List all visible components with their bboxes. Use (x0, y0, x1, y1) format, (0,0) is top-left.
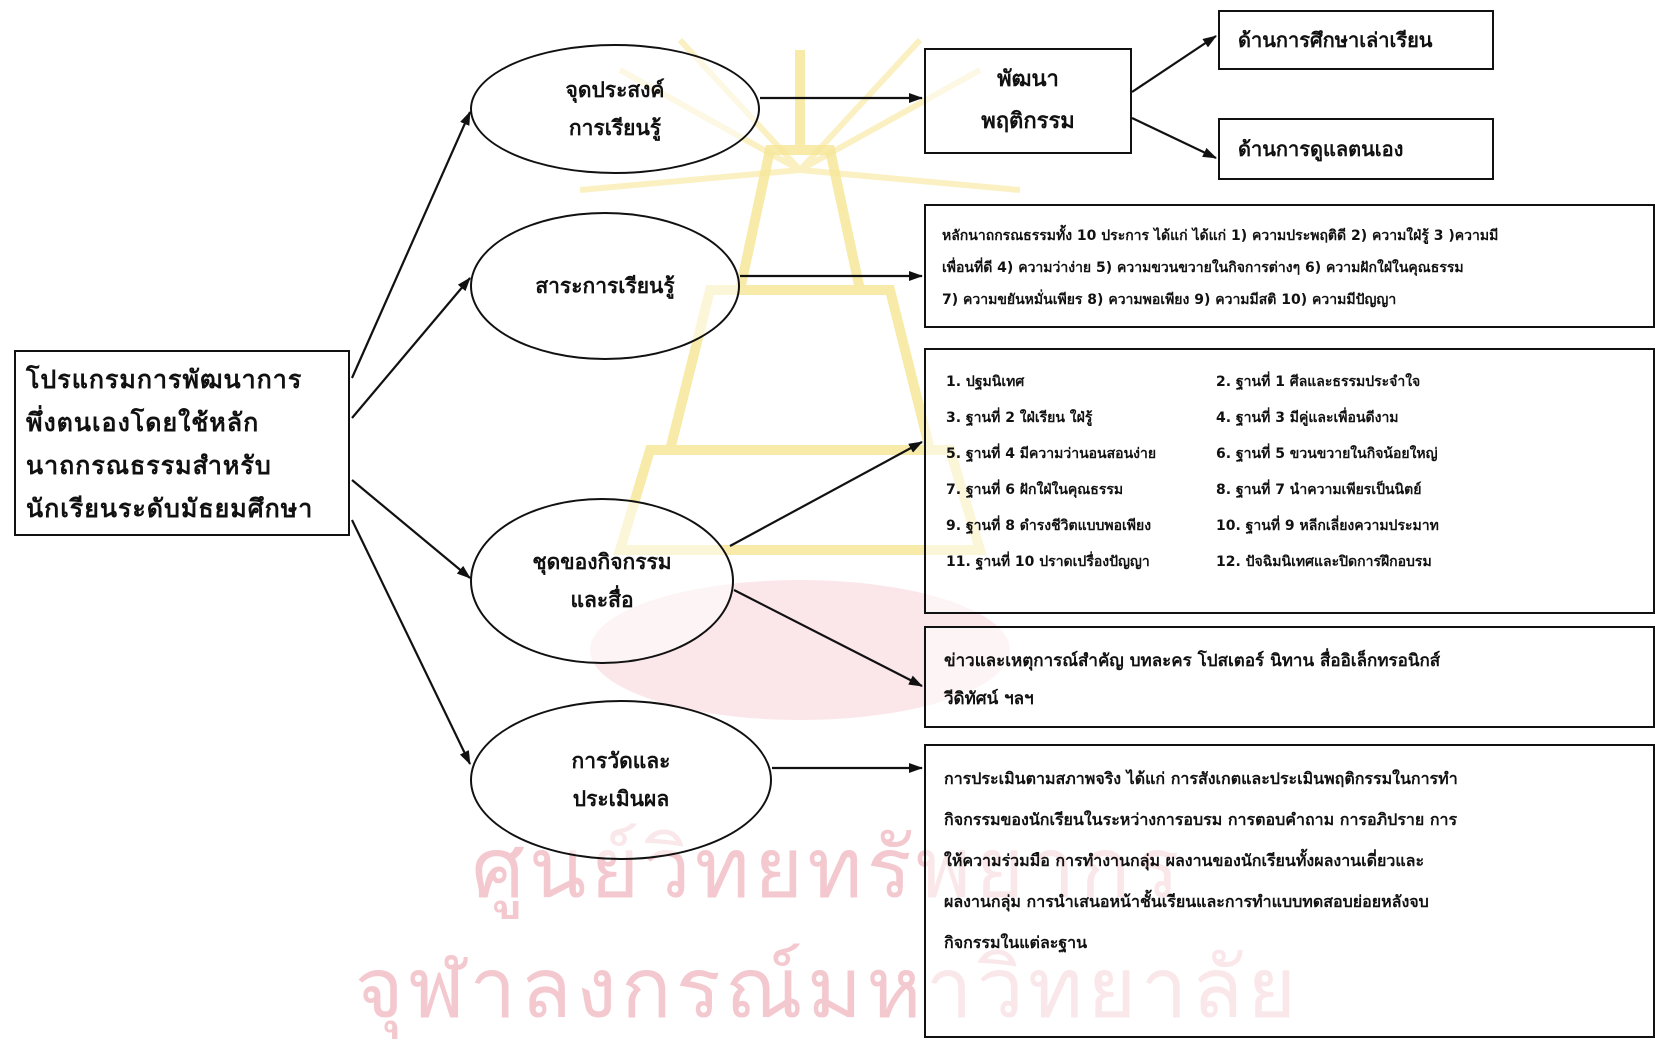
learning-content-label: สาระการเรียนรู้ (535, 274, 675, 298)
principles-box: หลักนาถกรณธรรมทั้ง 10 ประการ ได้แก่ ได้แ… (924, 204, 1655, 328)
evaluation-detail-line: กิจกรรมของนักเรียนในระหว่างการอบรม การตอ… (944, 810, 1458, 829)
behavior-line-2: พฤติกรรม (981, 109, 1075, 134)
arrow-main-to-objective (350, 111, 472, 379)
academic-outcome-label: ด้านการศึกษาเล่าเรียน (1238, 28, 1433, 52)
program-title-line-1: โปรแกรมการพัฒนาการ (26, 365, 303, 394)
learning-objective-line-2: การเรียนรู้ (568, 116, 662, 140)
program-title-line-2: พึ่งตนเองโดยใช้หลัก (26, 408, 260, 437)
media-line: ข่าวและเหตุการณ์สำคัญ บทละคร โปสเตอร์ นิ… (944, 651, 1441, 671)
learning-objective-line-1: จุดประสงค์ (565, 78, 665, 102)
activity-stations-box: 1. ปฐมนิเทศ 2. ฐานที่ 1 ศีลและธรรมประจำใ… (924, 348, 1655, 614)
academic-outcome-box: ด้านการศึกษาเล่าเรียน (1218, 10, 1494, 70)
behavior-development-box: พัฒนา พฤติกรรม (924, 48, 1132, 154)
program-title-box: โปรแกรมการพัฒนาการ พึ่งตนเองโดยใช้หลัก น… (14, 350, 350, 536)
principles-line: เพื่อนที่ดี 4) ความว่าง่าย 5) ความขวนขวา… (942, 260, 1464, 276)
station-item: 1. ปฐมนิเทศ (946, 374, 1025, 390)
evaluation-detail-line: ผลงานกลุ่ม การนำเสนอหน้าชั้นเรียนและการท… (944, 892, 1429, 911)
station-item: 8. ฐานที่ 7 นำความเพียรเป็นนิตย์ (1216, 482, 1422, 498)
station-item: 3. ฐานที่ 2 ใฝ่เรียน ใฝ่รู้ (946, 410, 1093, 426)
station-item: 5. ฐานที่ 4 มีความว่านอนสอนง่าย (946, 446, 1157, 462)
station-item: 11. ฐานที่ 10 ปราดเปรื่องปัญญา (946, 554, 1150, 570)
learning-content-node: สาระการเรียนรู้ (470, 212, 740, 360)
arrow-main-to-content (351, 277, 471, 419)
activities-media-line-1: ชุดของกิจกรรม (532, 550, 672, 574)
principles-line: 7) ความขยันหมั่นเพียร 8) ความพอเพียง 9) … (942, 292, 1397, 308)
evaluation-line-1: การวัดและ (571, 749, 671, 773)
station-item: 10. ฐานที่ 9 หลีกเลี่ยงความประมาท (1216, 518, 1439, 534)
media-line: วีดิทัศน์ ฯลฯ (944, 689, 1034, 709)
station-item: 12. ปัจฉิมนิเทศและปิดการฝึกอบรม (1216, 554, 1432, 570)
arrow-activities-to-stations (729, 441, 923, 547)
station-item: 4. ฐานที่ 3 มีคู่และเพื่อนดีงาม (1216, 410, 1399, 426)
station-item: 6. ฐานที่ 5 ขวนขวายในกิจน้อยใหญ่ (1216, 446, 1438, 462)
arrow-behavior-to-academic (1131, 35, 1217, 93)
station-item: 9. ฐานที่ 8 ดำรงชีวิตแบบพอเพียง (946, 518, 1152, 534)
evaluation-line-2: ประเมินผล (572, 787, 670, 811)
arrow-main-to-evaluation (351, 519, 471, 765)
evaluation-detail-box: การประเมินตามสภาพจริง ได้แก่ การสังเกตแล… (924, 744, 1655, 1038)
station-item: 7. ฐานที่ 6 ฝักใฝ่ในคุณธรรม (946, 482, 1124, 498)
arrow-activities-to-media (733, 589, 923, 687)
selfcare-outcome-label: ด้านการดูแลตนเอง (1238, 137, 1404, 161)
arrow-main-to-activities (351, 479, 471, 579)
activities-media-node: ชุดของกิจกรรม และสื่อ (470, 498, 734, 664)
evaluation-detail-line: ให้ความร่วมมือ การทำงานกลุ่ม ผลงานของนัก… (944, 851, 1425, 870)
station-item: 2. ฐานที่ 1 ศีลและธรรมประจำใจ (1216, 374, 1421, 390)
evaluation-node: การวัดและ ประเมินผล (470, 700, 772, 860)
evaluation-detail-line: กิจกรรมในแต่ละฐาน (944, 933, 1088, 952)
stations-list: 1. ปฐมนิเทศ 2. ฐานที่ 1 ศีลและธรรมประจำใ… (946, 364, 1633, 580)
program-title-line-4: นักเรียนระดับมัธยมศึกษา (26, 494, 314, 523)
media-box: ข่าวและเหตุการณ์สำคัญ บทละคร โปสเตอร์ นิ… (924, 626, 1655, 728)
behavior-line-1: พัฒนา (997, 67, 1059, 92)
learning-objective-node: จุดประสงค์ การเรียนรู้ (470, 44, 760, 174)
activities-media-line-2: และสื่อ (570, 588, 634, 612)
selfcare-outcome-box: ด้านการดูแลตนเอง (1218, 118, 1494, 180)
evaluation-detail-line: การประเมินตามสภาพจริง ได้แก่ การสังเกตแล… (944, 769, 1458, 788)
program-title-line-3: นาถกรณธรรมสำหรับ (26, 451, 272, 480)
arrow-behavior-to-selfcare (1131, 117, 1217, 159)
principles-line: หลักนาถกรณธรรมทั้ง 10 ประการ ได้แก่ ได้แ… (942, 228, 1499, 244)
